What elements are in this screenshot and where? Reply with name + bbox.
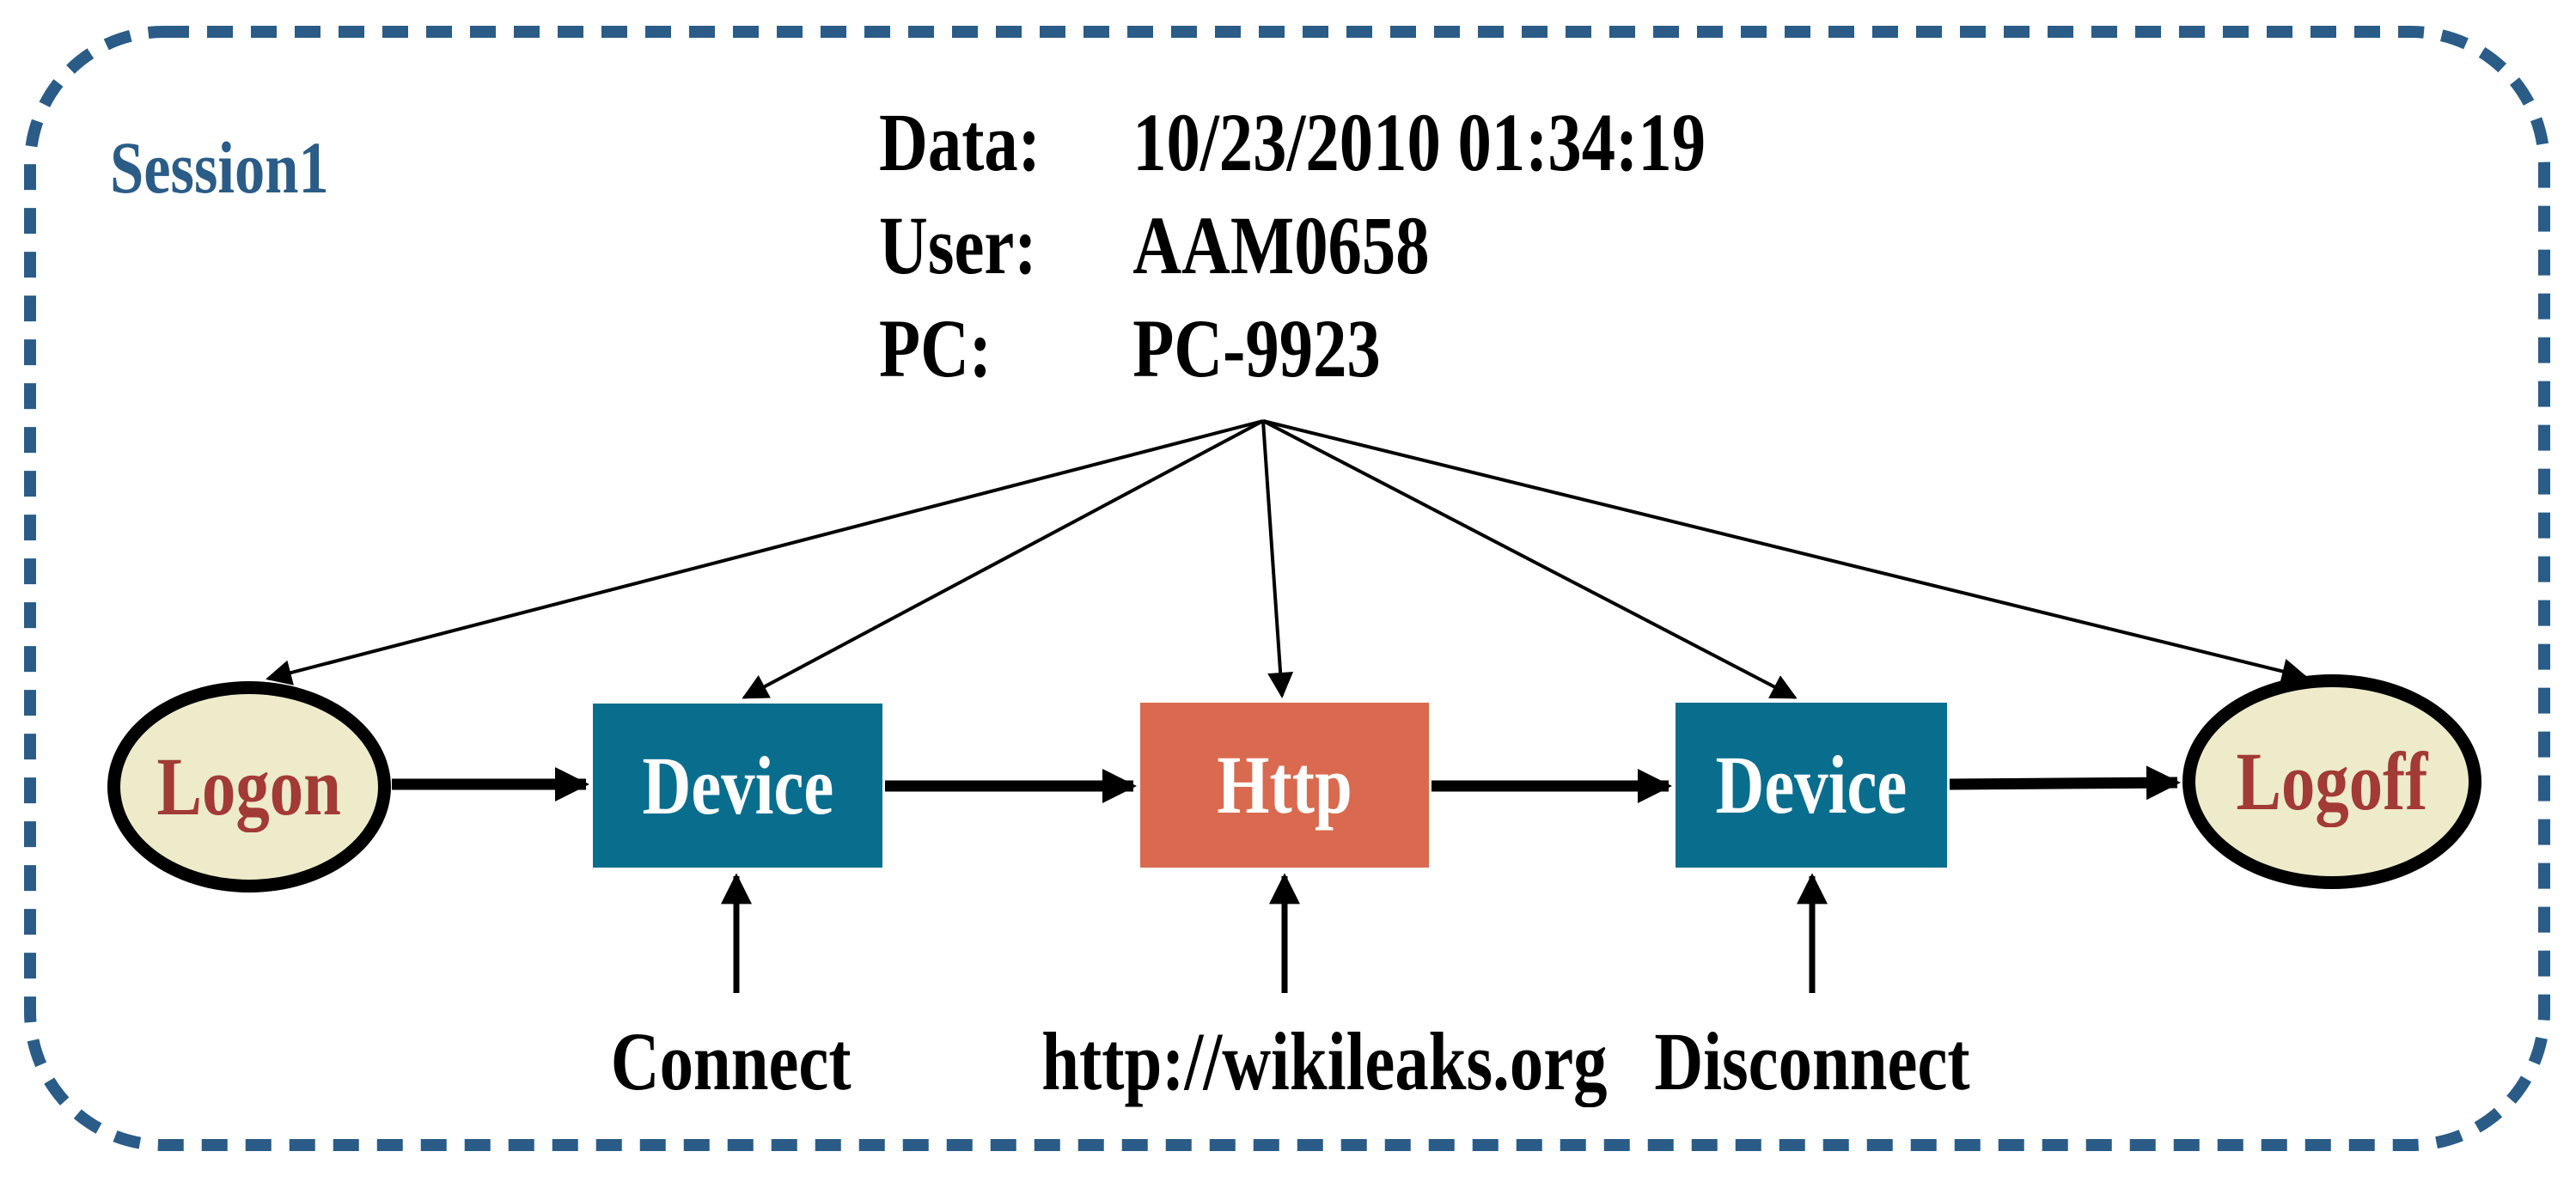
fan-line-to-http [1261,420,1294,698]
edge-label-connect: Connect [473,1021,989,1103]
session-title-text: Session1 [110,126,329,209]
node-device-disconnect: Device [1676,703,1947,868]
edge-label-connect-text: Connect [611,1015,852,1107]
node-logoff-label: Logoff [2236,735,2428,827]
node-logoff: Logoff [2182,674,2481,889]
label-arrows [721,873,1828,993]
node-device-connect: Device [593,704,882,868]
node-http-label: Http [1217,739,1352,831]
node-device2-label: Device [1715,739,1908,831]
meta-label-date: Data: [879,96,1041,188]
node-logon: Logon [107,681,391,893]
edge-label-disconnect-text: Disconnect [1654,1015,1970,1107]
meta-value-date: 10/23/2010 01:34:19 [1132,96,1706,188]
meta-label-pc: PC: [879,302,992,394]
fan-line-to-logoff [1262,419,2308,685]
node-http: Http [1140,703,1429,868]
fan-line-to-device1 [742,419,1264,699]
edge-label-url: http://wikileaks.org [980,1021,1607,1103]
meta-value-user: AAM0658 [1132,199,1430,291]
flow-arrows [392,765,2181,803]
fan-line-to-logon [266,419,1264,685]
meta-row-pc: PC: PC-9923 [879,308,1491,390]
fan-line-to-device2 [1262,419,1798,699]
arrow-device2-to-logoff [1949,765,2181,801]
edge-label-disconnect: Disconnect [1554,1021,2070,1103]
session-title: Session1 [110,131,377,204]
meta-label-user: User: [879,199,1037,291]
node-device1-label: Device [642,739,833,832]
meta-row-date: Data: 10/23/2010 01:34:19 [879,101,1887,184]
node-logon-label: Logon [156,740,342,832]
meta-value-pc: PC-9923 [1132,302,1381,394]
meta-row-user: User: AAM0658 [879,204,1550,287]
edge-label-url-text: http://wikileaks.org [1041,1015,1608,1107]
metadata-fan-arrows [266,419,2308,699]
